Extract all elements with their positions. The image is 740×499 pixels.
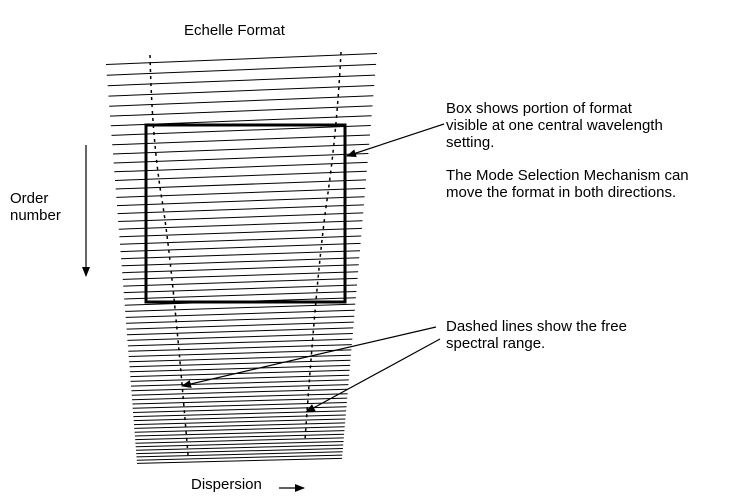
- order-line: [131, 393, 348, 401]
- order-line: [119, 227, 362, 238]
- diagram-title: Echelle Format: [184, 22, 285, 39]
- order-line: [131, 384, 349, 392]
- order-line: [118, 212, 364, 222]
- order-line: [105, 53, 378, 65]
- order-line: [129, 364, 351, 373]
- mechanism-note-line: The Mode Selection Mechanism can: [446, 167, 689, 184]
- order-line: [134, 422, 346, 429]
- box-note-line: visible at one central wavelength: [446, 117, 663, 134]
- order-line: [127, 338, 353, 347]
- order-line: [126, 315, 355, 324]
- free-spectral-range-dashes: [149, 51, 342, 456]
- dashed-lines-annotation: Dashed lines show the free spectral rang…: [446, 318, 627, 352]
- order-line: [132, 397, 348, 405]
- order-line: [135, 433, 345, 441]
- dashed-note-line: spectral range.: [446, 335, 546, 352]
- order-line: [133, 414, 346, 422]
- dashed-pointer-arrow-right: [305, 338, 441, 413]
- order-line: [109, 105, 373, 117]
- order-label-line: Order: [10, 190, 49, 207]
- order-line: [127, 333, 353, 341]
- order-line: [130, 369, 350, 378]
- order-line: [116, 196, 365, 207]
- order-number-label: Order number: [10, 190, 61, 224]
- order-line: [135, 437, 344, 444]
- order-line: [136, 457, 343, 464]
- order-line: [129, 359, 351, 368]
- dashed-pointer-arrow-left: [181, 326, 437, 388]
- order-line: [112, 134, 371, 146]
- order-line: [106, 63, 377, 76]
- order-line: [125, 303, 356, 312]
- order-line: [111, 125, 371, 136]
- order-line: [117, 204, 364, 215]
- order-line: [114, 161, 368, 173]
- order-line: [115, 179, 367, 190]
- order-line: [120, 242, 361, 253]
- dashed-note-line: Dashed lines show the free: [446, 318, 627, 335]
- order-line: [121, 250, 361, 260]
- echelle-order-lines: [105, 53, 378, 464]
- order-line: [134, 430, 345, 437]
- order-line: [113, 153, 369, 164]
- order-line: [128, 349, 352, 357]
- fsr-left-dash: [149, 54, 189, 456]
- order-line: [116, 187, 366, 198]
- order-line: [135, 444, 344, 451]
- order-line: [128, 344, 352, 352]
- order-label-line: number: [10, 207, 61, 224]
- order-line: [126, 321, 354, 330]
- order-line: [109, 95, 374, 107]
- fsr-right-dash: [304, 51, 342, 441]
- order-line: [134, 426, 345, 433]
- order-line: [125, 309, 355, 318]
- order-line: [123, 277, 358, 287]
- order-line: [118, 220, 363, 230]
- central-wavelength-box: [144, 123, 347, 304]
- order-line: [136, 448, 343, 455]
- box-pointer-arrow: [346, 123, 445, 157]
- order-line: [119, 235, 362, 245]
- order-line: [129, 354, 351, 363]
- box-note-line: Box shows portion of format: [446, 100, 632, 117]
- order-line: [107, 74, 376, 87]
- mechanism-annotation: The Mode Selection Mechanism can move th…: [446, 167, 689, 201]
- order-line: [112, 143, 370, 155]
- box-annotation: Box shows portion of format visible at o…: [446, 100, 663, 151]
- order-line: [121, 257, 360, 267]
- order-line: [131, 388, 349, 396]
- order-line: [130, 374, 350, 382]
- order-line: [130, 379, 349, 387]
- order-line: [122, 264, 359, 274]
- order-line: [126, 327, 354, 336]
- order-line: [114, 170, 367, 181]
- order-line: [123, 284, 358, 294]
- order-line: [122, 271, 359, 280]
- order-line: [136, 454, 343, 461]
- order-line: [124, 291, 357, 300]
- order-line: [135, 441, 344, 448]
- order-line: [108, 85, 375, 97]
- dispersion-label: Dispersion: [191, 476, 262, 493]
- mechanism-note-line: move the format in both directions.: [446, 184, 677, 201]
- order-line: [133, 418, 346, 426]
- order-line: [132, 402, 347, 409]
- box-note-line: setting.: [446, 134, 495, 151]
- order-line: [136, 451, 343, 458]
